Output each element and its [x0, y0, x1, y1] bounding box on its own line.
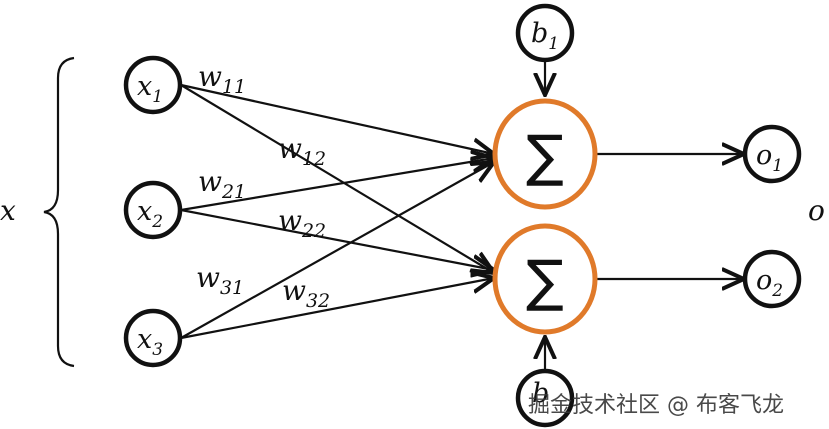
edge-x3-s2: [180, 278, 494, 340]
svg-text:x1: x1: [137, 71, 163, 107]
sum-symbol-1: ∑: [526, 124, 564, 189]
output-node-o1: o1: [742, 124, 802, 184]
svg-text:x3: x3: [137, 324, 163, 360]
input-node-x2: x2: [123, 180, 183, 240]
edge-x1-s1: [180, 83, 494, 154]
weight-label-w32: w32: [282, 274, 330, 312]
weight-label-w12: w12: [278, 132, 326, 170]
weight-label-w31: w31: [196, 261, 244, 299]
svg-text:o1: o1: [756, 140, 783, 176]
input-group-label: x: [0, 194, 16, 227]
sum-node-2: ∑: [492, 223, 598, 335]
edge-x1-s2: [180, 84, 494, 273]
edge-x2-s1: [180, 158, 494, 212]
input-node-x3-sub: 3: [152, 340, 163, 360]
weight-label-w22: w22: [278, 204, 326, 242]
input-node-x1-name: x: [137, 71, 152, 102]
input-brace: [43, 56, 75, 368]
input-node-x2-name: x: [137, 196, 152, 227]
weight-label-w21: w21: [198, 165, 246, 203]
input-node-x3: x3: [123, 308, 183, 368]
svg-text:b1: b1: [531, 18, 559, 54]
svg-text:b: b: [532, 378, 549, 409]
sum-symbol-2: ∑: [526, 249, 564, 314]
watermark-text: 掘金技术社区 @ 布客飞龙: [528, 393, 784, 418]
bias-node-b1: b1: [515, 3, 575, 63]
input-node-x3-name: x: [137, 324, 152, 355]
edge-x2-s2: [180, 208, 494, 270]
svg-text:o2: o2: [756, 265, 783, 301]
weight-label-w11: w11: [198, 60, 246, 98]
bias-node-b2: b: [515, 368, 575, 428]
svg-text:x2: x2: [137, 196, 163, 232]
output-group-label: o: [808, 194, 825, 227]
input-node-x1-sub: 1: [152, 87, 163, 107]
output-node-o2: o2: [742, 249, 802, 309]
sum-node-1: ∑: [492, 98, 598, 210]
input-node-x1: x1: [123, 55, 183, 115]
edge-x3-s1: [180, 162, 494, 339]
input-node-x2-sub: 2: [151, 212, 163, 232]
